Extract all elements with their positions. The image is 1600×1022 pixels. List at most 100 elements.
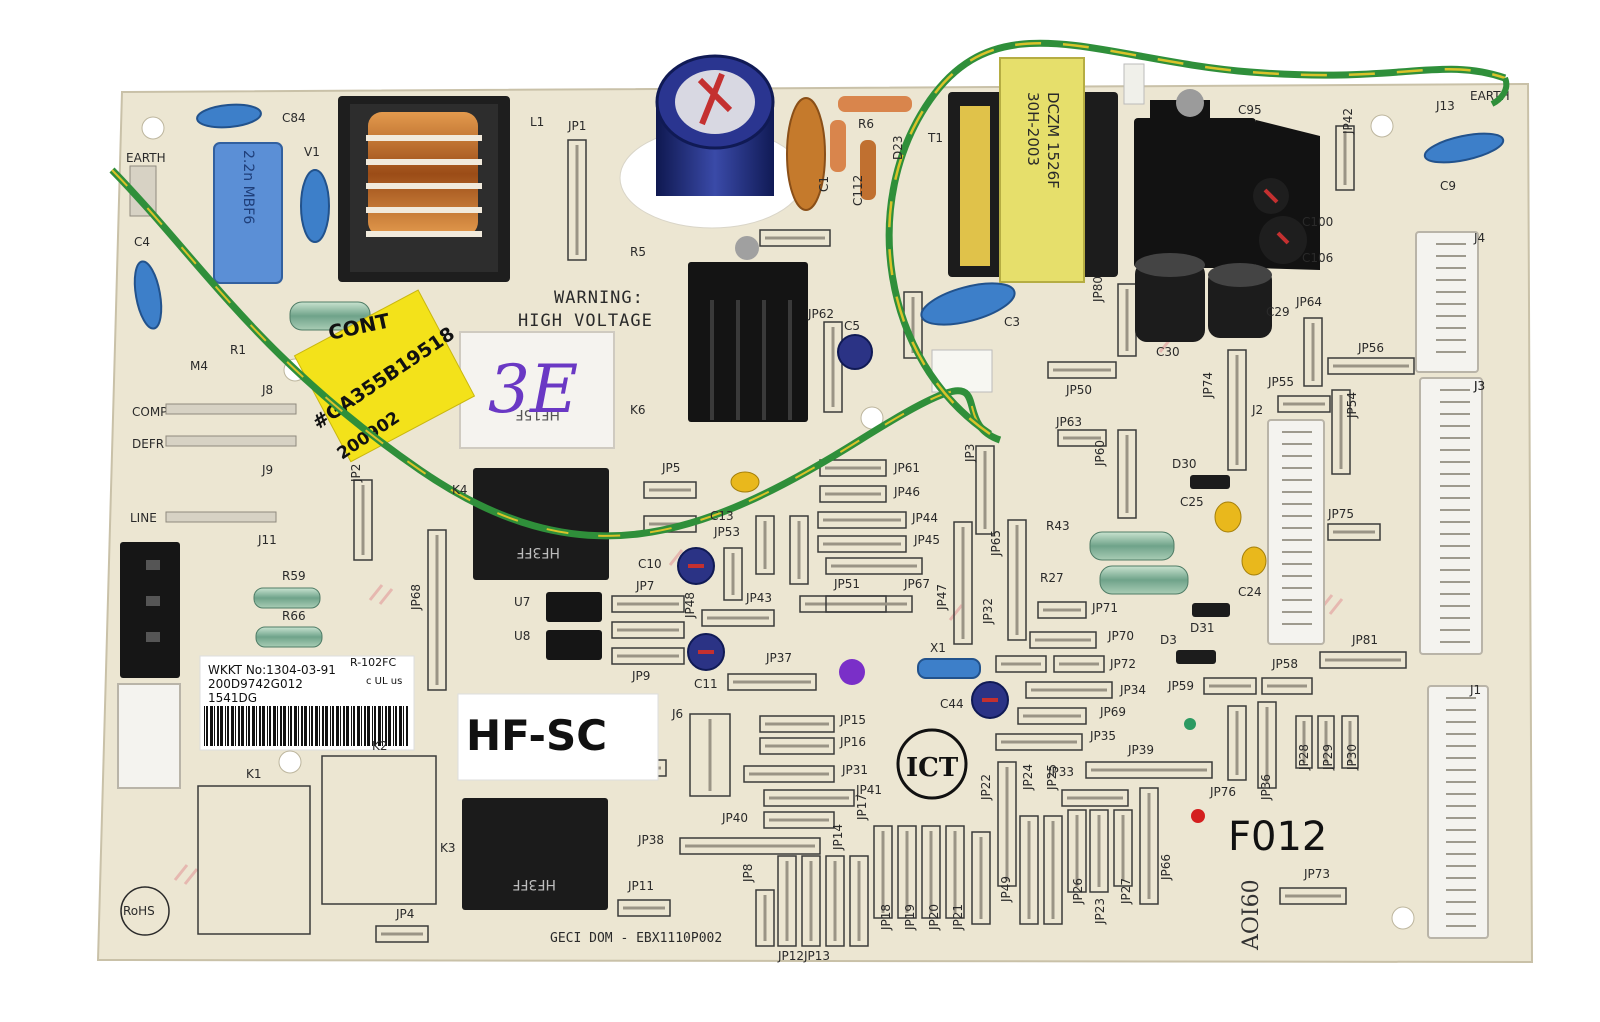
component-ref-label: JP27 (1119, 878, 1133, 905)
component-ref-label: C29 (1266, 305, 1290, 319)
component-ref-label: JP74 (1201, 372, 1215, 399)
terminal-line: LINE (130, 511, 157, 525)
barcode-bar (277, 706, 278, 746)
header-label: J13 (1435, 99, 1455, 113)
jumper-outline (1341, 715, 1359, 769)
component-ref-label: T1 (927, 131, 943, 145)
barcode-bar (393, 706, 394, 746)
jumper-outline (755, 889, 775, 947)
barcode-bar (248, 706, 250, 746)
sticker-line2: 200D9742G012 (208, 677, 303, 691)
barcode-bar (309, 706, 310, 746)
component-ref-label: D31 (1190, 621, 1215, 635)
component-ref-label: JP19 (903, 904, 917, 931)
component-ref-label: JP60 (1093, 440, 1107, 467)
green-dot (1184, 718, 1196, 730)
jumper-outline (723, 547, 743, 601)
component-ref-label: JP81 (1351, 633, 1378, 647)
barcode-bar (231, 706, 234, 746)
relay-k6-handwriting: 3E (488, 351, 578, 428)
warning-line1: WARNING: (554, 288, 644, 308)
barcode-bar (367, 706, 370, 746)
jumper-outline (1327, 523, 1381, 541)
wire-right-stripe (887, 41, 1506, 436)
electrolytic-capacitor-large (619, 54, 805, 229)
jumper-outline (743, 765, 835, 783)
component-ref-label: V1 (304, 145, 320, 159)
barcode-bar (206, 706, 208, 746)
component-ref-label: C95 (1238, 103, 1262, 117)
jumper-outline (819, 485, 887, 503)
jumper-outline (1331, 389, 1351, 475)
terminal-comp: COMP (132, 405, 167, 419)
barcode-bar (288, 706, 289, 746)
jumper-outline (1335, 125, 1355, 191)
jumper-outline (759, 715, 835, 733)
sticker-line1: WKKT No:1304-03-91 (208, 663, 336, 677)
yellow-tape (293, 289, 476, 463)
component-ref-label: JP61 (893, 461, 920, 475)
jumper-outline (801, 855, 821, 947)
jumper-outline (789, 515, 809, 585)
component-ref-label: R59 (282, 569, 306, 583)
jumper-outline (975, 445, 995, 535)
barcode-bar (269, 706, 271, 746)
component-ref-label: JP32 (981, 598, 995, 625)
barcode-bar (225, 706, 226, 746)
jumper-outline (1303, 317, 1323, 387)
jumper-outline (825, 557, 923, 575)
transformer-label-line1: 30H-2003 (1024, 92, 1042, 166)
component-ref-label: JP63 (1055, 415, 1082, 429)
component-ref-label: JP18 (879, 904, 893, 931)
component-ref-label: R1 (230, 343, 246, 357)
film-capacitor (213, 142, 283, 284)
component-ref-label: JP26 (1071, 878, 1085, 905)
component-ref-label: JP62 (807, 307, 834, 321)
jumper-outline (1025, 681, 1113, 699)
barcode-bar (353, 706, 355, 746)
component-ref-label: JP68 (409, 584, 423, 611)
barcode-bar (280, 706, 282, 746)
component-ref-label: JP29 (1321, 744, 1335, 771)
barcode-bar (204, 706, 205, 746)
terminal-defr: DEFR (132, 437, 164, 451)
jumper-outline (617, 899, 671, 917)
component-ref-label: JP41 (855, 783, 882, 797)
terminal-earth-left: EARTH (126, 151, 166, 165)
barcode-bar (290, 706, 292, 746)
relay-k6 (459, 331, 615, 449)
heatsink-center (688, 236, 808, 422)
component-ref-label: JP9 (631, 669, 650, 683)
barcode-bar (332, 706, 334, 746)
component-ref-label: JP16 (839, 735, 866, 749)
relay-k4-brand: HF3FF (516, 544, 560, 560)
barcode-bar (238, 706, 240, 746)
component-ref-label: C9 (1440, 179, 1456, 193)
component-ref-label: M4 (190, 359, 208, 373)
cable-tie (1123, 63, 1145, 105)
jumper-outline (727, 673, 817, 691)
component-ref-label: JP66 (1159, 854, 1173, 881)
component-ref-label: JP40 (721, 811, 748, 825)
barcode-bar (267, 706, 268, 746)
jumper-outline (611, 595, 685, 613)
component-ref-label: U8 (514, 629, 530, 643)
barcode-bar (311, 706, 313, 746)
component-ref-label: JP28 (1297, 744, 1311, 771)
component-ref-label: JP23 (1093, 898, 1107, 925)
barcode-bar (298, 706, 299, 746)
component-ref-label: JP31 (841, 763, 868, 777)
component-ref-label: JP2 (349, 464, 363, 483)
component-ref-label: JP34 (1119, 683, 1146, 697)
jumper-outline (1007, 519, 1027, 641)
jumper-outline (1067, 809, 1087, 893)
barcode-bar (388, 706, 391, 746)
component-ref-label: C1 (817, 176, 831, 192)
component-ref-label: JP75 (1327, 507, 1354, 521)
barcode-bar (273, 706, 276, 746)
jumper-outline (953, 521, 973, 645)
jumper-outline (873, 825, 893, 919)
header-label: J11 (257, 533, 277, 547)
jumper-wires (353, 125, 1415, 947)
barcode-bar (336, 706, 339, 746)
